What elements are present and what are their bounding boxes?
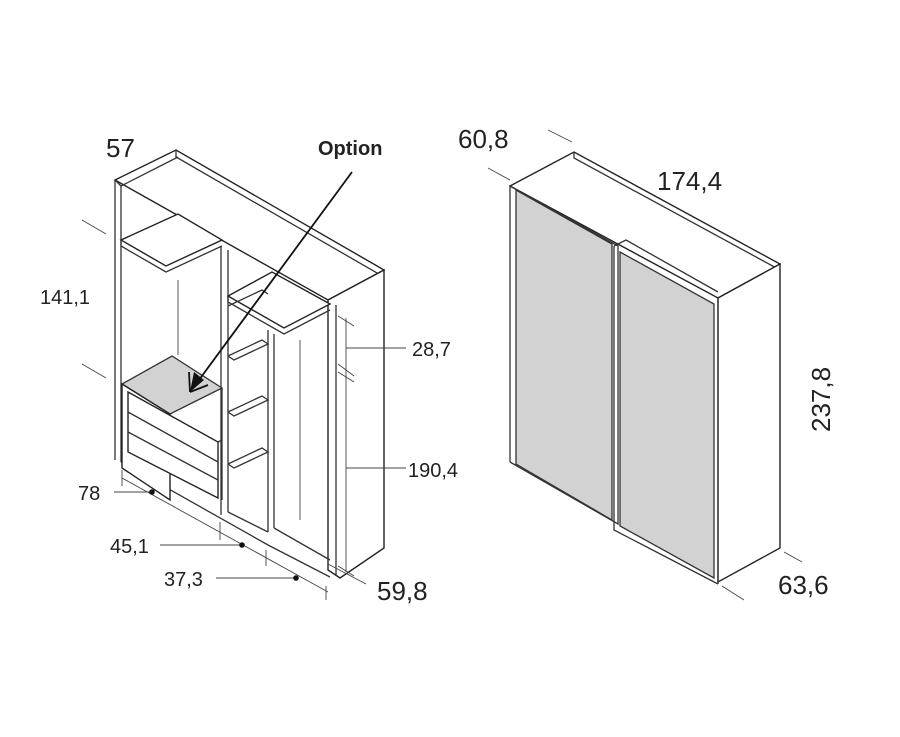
dim-closed-width: 174,4	[657, 166, 722, 196]
dim-open-depth-top: 57	[106, 133, 135, 163]
upper-shelf-left	[119, 213, 224, 267]
dim-closed-height: 237,8	[806, 367, 836, 432]
closed-dimension-lines	[487, 129, 803, 601]
dim-open-inner-height: 190,4	[408, 460, 458, 482]
right-sliding-door	[619, 250, 715, 580]
dim-open-shelf-gap: 28,7	[412, 339, 451, 361]
option-label: Option	[318, 138, 382, 160]
dim-open-depth-bottom: 59,8	[377, 576, 428, 606]
option-arrow	[188, 171, 353, 393]
left-sliding-door	[515, 188, 613, 522]
dim-open-width-left: 78	[78, 483, 100, 505]
dim-closed-depth-top: 60,8	[458, 124, 509, 154]
dim-closed-depth-bottom: 63,6	[778, 570, 829, 600]
dim-open-width-right: 37,3	[164, 569, 203, 591]
open-right-side	[327, 268, 385, 579]
open-wardrobe	[113, 149, 386, 579]
closed-wardrobe	[508, 151, 782, 585]
upper-shelf-right	[226, 271, 332, 329]
dim-open-width-mid: 45,1	[110, 536, 149, 558]
closed-right-side	[717, 262, 781, 584]
open-dimension-lines	[81, 219, 406, 600]
dim-open-height-left: 141,1	[40, 287, 90, 309]
